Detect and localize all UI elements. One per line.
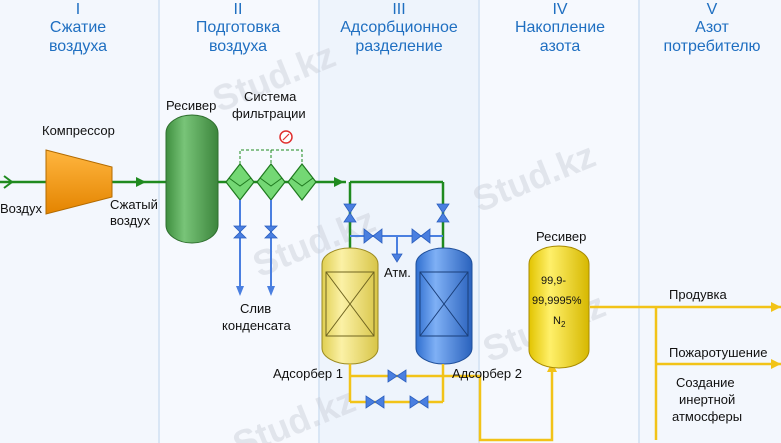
stage-numeral: I: [76, 1, 80, 18]
pressure-gauge-icon: [279, 130, 293, 144]
inert-atmosphere-label: инертной: [679, 392, 735, 407]
adsorber-2-label: Адсорбер 2: [452, 366, 522, 381]
stage-band-5: [640, 0, 781, 443]
valve-icon: [365, 395, 385, 409]
inert-atmosphere-label: Создание: [676, 375, 735, 390]
arrow-icon: [391, 253, 403, 263]
inert-atmosphere-label: атмосферы: [672, 409, 742, 424]
adsorber-1: [321, 247, 379, 365]
stage-titles: I Сжатие воздуха II Подготовка воздуха I…: [49, 1, 761, 55]
condensate-label: конденсата: [222, 318, 291, 333]
arrow-icon: [771, 359, 781, 369]
valve-icon: [363, 228, 383, 244]
compressed-air-label: Сжатый: [110, 197, 158, 212]
valve-icon: [264, 225, 278, 239]
stage-band-1: [0, 0, 158, 443]
arrow-icon: [771, 302, 781, 312]
compressor-label: Компрессор: [42, 123, 115, 138]
purity-label: 99,9-: [541, 275, 566, 287]
valve-icon: [436, 203, 450, 223]
atm-label: Атм.: [384, 265, 411, 280]
purity-label: 99,9995%: [532, 295, 582, 307]
filter-system-label: фильтрации: [232, 106, 306, 121]
nitrogen-valves: [365, 369, 429, 409]
nitrogen-receiver-label: Ресивер: [536, 229, 586, 244]
valve-icon: [233, 225, 247, 239]
nitrogen-receiver: [528, 245, 590, 369]
arrow-icon: [3, 175, 14, 189]
stage-title: Подготовка: [196, 19, 280, 36]
arrow-icon: [136, 177, 146, 187]
stage-title: воздуха: [209, 38, 267, 55]
stage-title: Сжатие: [50, 19, 106, 36]
valve-icon: [387, 369, 407, 383]
air-receiver: [165, 114, 219, 244]
valve-icon: [343, 203, 357, 223]
stage-title: разделение: [355, 38, 442, 55]
stage-title: потребителю: [663, 38, 760, 55]
filter-icon: [287, 163, 317, 201]
arrow-icon: [334, 177, 344, 187]
valve-icon: [411, 228, 431, 244]
fire-suppression-label: Пожаротушение: [669, 345, 767, 360]
filter-system: [225, 163, 317, 201]
adsorber-1-label: Адсорбер 1: [273, 366, 343, 381]
stage-numeral: III: [392, 1, 405, 18]
feed-valves: [343, 203, 450, 223]
stage-numeral: V: [707, 1, 718, 18]
condensate-drains: [239, 200, 272, 290]
arrow-icon: [267, 286, 275, 296]
filter-bracket: [239, 149, 303, 164]
stage-title: Адсорбционное: [340, 19, 458, 36]
labels: Воздух Компрессор Сжатый воздух Ресивер …: [0, 89, 767, 424]
drain-valves: [233, 225, 278, 296]
exhaust-valves: [363, 228, 431, 263]
purge-label: Продувка: [669, 287, 727, 302]
compressor: [45, 149, 113, 215]
stage-title: Накопление: [515, 19, 605, 36]
receiver-label: Ресивер: [166, 98, 216, 113]
air-arrows: [3, 175, 344, 189]
filter-system-label: Система: [244, 89, 297, 104]
stage-numeral: IV: [552, 1, 567, 18]
air-inlet-label: Воздух: [0, 201, 43, 216]
stage-title: воздуха: [49, 38, 107, 55]
stage-title: Азот: [695, 19, 729, 36]
condensate-label: Слив: [240, 301, 271, 316]
compressed-air-label: воздух: [110, 213, 151, 228]
stage-numeral: II: [234, 1, 243, 18]
stage-title: азота: [540, 38, 581, 55]
n2-label: N2: [553, 315, 566, 329]
valve-icon: [409, 395, 429, 409]
stage-band-4: [480, 0, 638, 443]
arrow-icon: [236, 286, 244, 296]
adsorber-2: [415, 247, 473, 365]
